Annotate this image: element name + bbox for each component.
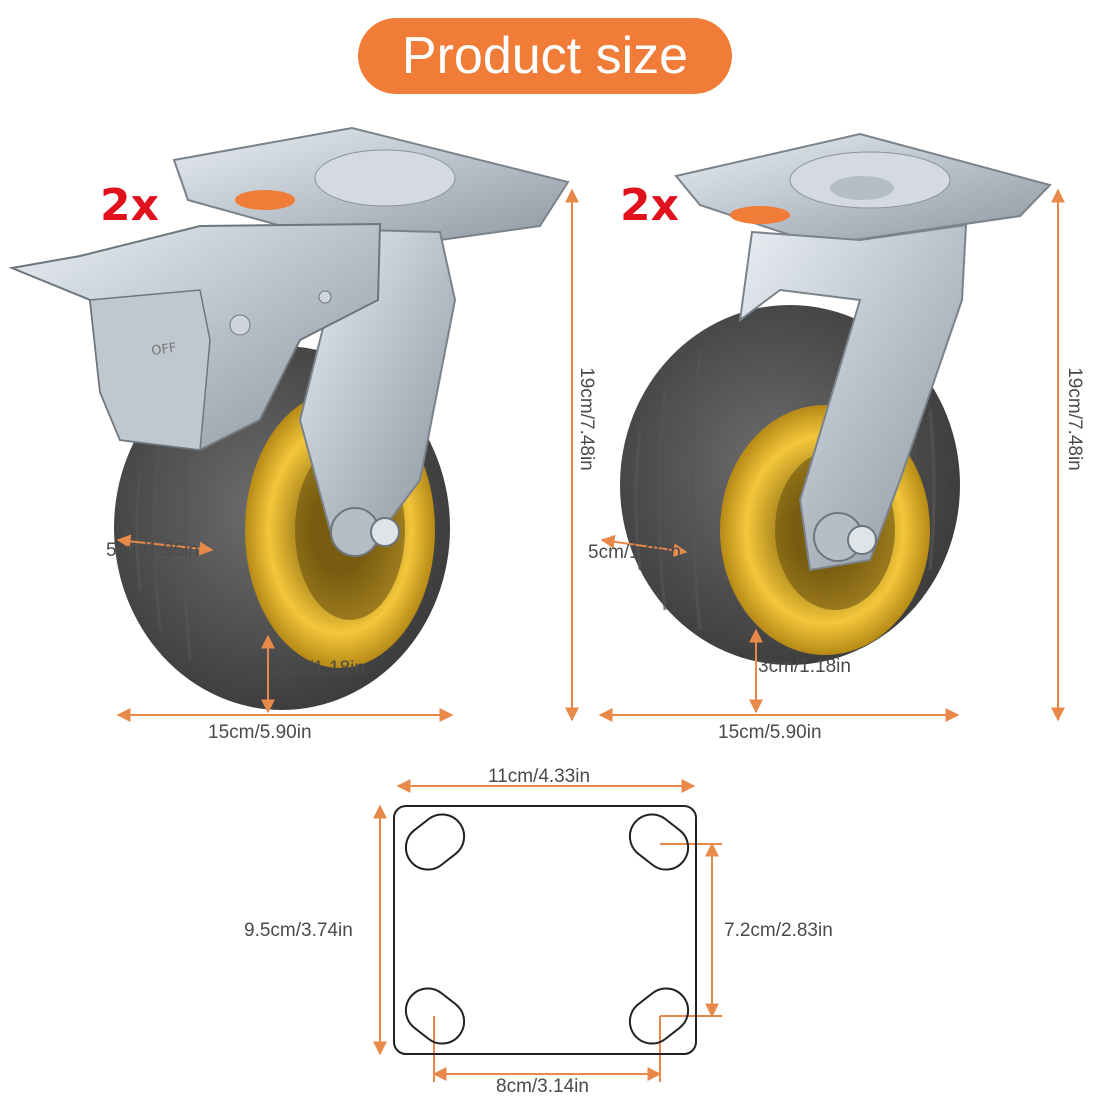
width-label-right: 15cm/5.90in bbox=[718, 722, 822, 743]
mount-hole bbox=[628, 813, 690, 871]
mount-hole bbox=[404, 813, 466, 871]
quantity-badge-swivel: 2x bbox=[620, 180, 679, 231]
height-label-left: 19cm/7.48in bbox=[576, 367, 597, 471]
wheel-width-line-left bbox=[116, 534, 214, 556]
quantity-badge-braked: 2x bbox=[100, 180, 159, 231]
wheel-width-label-left: 5cm/1.96in bbox=[106, 540, 199, 561]
plate-diagram bbox=[393, 805, 697, 1055]
fork bbox=[738, 223, 968, 572]
hole-vertical-label: 7.2cm/2.83in bbox=[724, 920, 833, 941]
axle-nut bbox=[847, 525, 877, 555]
plate-outline bbox=[393, 805, 697, 1055]
wheel-width-label-right: 5cm/1.96in bbox=[588, 542, 681, 563]
product-size-title: Product size bbox=[358, 18, 732, 94]
mount-hole bbox=[404, 987, 466, 1045]
swivel-caster-image bbox=[620, 132, 1052, 665]
wheel-width-line-right bbox=[600, 534, 688, 558]
hole-horizontal-label: 8cm/3.14in bbox=[496, 1076, 589, 1097]
width-label-left: 15cm/5.90in bbox=[208, 722, 312, 743]
height-label-right: 19cm/7.48in bbox=[1064, 367, 1085, 471]
hub-offset-label-right: 3cm/1.18in bbox=[758, 656, 851, 677]
plate-width-label: 11cm/4.33in bbox=[488, 766, 591, 787]
hub-offset-label-left: 3cm/1.18in bbox=[272, 658, 365, 679]
plate-height-label: 9.5cm/3.74in bbox=[244, 920, 353, 941]
brake-off-label: OFF bbox=[150, 341, 177, 359]
axle-nut bbox=[370, 517, 400, 547]
mount-hole bbox=[628, 987, 690, 1045]
braked-caster-image: OFF bbox=[8, 126, 570, 710]
